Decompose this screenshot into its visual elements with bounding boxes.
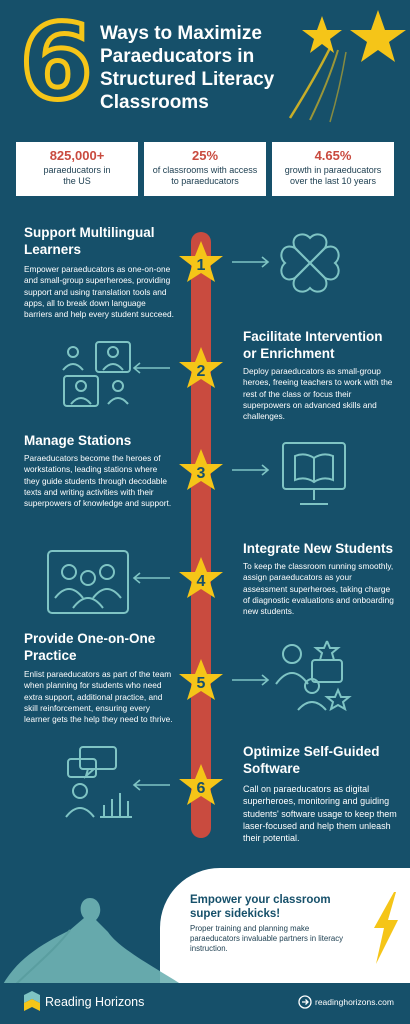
stat-card-classrooms: 25% of classrooms with access to paraedu… <box>144 142 266 196</box>
book-monitor-icon <box>282 442 346 505</box>
step-number: 4 <box>197 573 206 590</box>
cta-heading: Empower your classroom super sidekicks! <box>190 894 331 920</box>
arrow-circle-icon <box>298 995 312 1009</box>
footer <box>0 983 410 1024</box>
timeline-spine <box>191 232 211 838</box>
big-number-six: 6 <box>17 1 94 123</box>
group-icon <box>47 550 129 614</box>
superhero-silhouette-icon <box>0 898 190 990</box>
step-3-star-icon: 3 <box>179 449 223 490</box>
step-4-body: To keep the classroom running smoothly, … <box>243 561 394 617</box>
step-3-title: Manage Stations <box>24 433 132 448</box>
people-grid-icon <box>62 341 131 407</box>
lightning-bolt-icon <box>374 892 398 964</box>
mentor-icon <box>275 640 352 712</box>
stat-label: growth in paraeducators over the last 10… <box>284 165 382 186</box>
step-4-title: Integrate New Students <box>243 541 394 556</box>
stat-label: paraeducators in the US <box>43 165 111 186</box>
stat-value: 25% <box>191 148 219 163</box>
step-6-star-icon: 6 <box>179 764 223 805</box>
step-5-title: Provide One-on-One Practice <box>24 631 156 663</box>
step-1-star-icon: 1 <box>179 241 223 282</box>
step-5-body: Enlist paraeducators as part of the team… <box>24 669 173 725</box>
step-number: 6 <box>197 780 206 797</box>
step-number: 1 <box>197 257 206 274</box>
stat-value: 4.65% <box>314 148 352 163</box>
brand-name: Reading Horizons <box>45 995 145 1009</box>
cta-panel <box>160 868 410 983</box>
step-5-star-icon: 5 <box>179 659 223 700</box>
step-number: 3 <box>197 465 206 482</box>
step-1-title: Support Multilingual Learners <box>24 225 155 257</box>
stat-card-paraeducators: 825,000+ paraeducators in the US <box>16 142 138 196</box>
stat-label: of classrooms with access to paraeducato… <box>152 165 258 186</box>
step-number: 2 <box>197 363 206 380</box>
step-1-body: Empower paraeducators as one-on-one and … <box>24 264 174 320</box>
step-2-title: Facilitate Intervention or Enrichment <box>243 329 383 361</box>
step-2-body: Deploy paraeducators as small-group hero… <box>243 366 393 422</box>
stat-value: 825,000+ <box>49 148 105 163</box>
reading-horizons-logo-icon <box>24 991 40 1011</box>
step-6-title: Optimize Self-Guided Software <box>243 744 380 776</box>
website-link[interactable]: readinghorizons.com <box>315 997 394 1007</box>
chat-chart-icon <box>65 746 132 818</box>
heart-hands-icon <box>280 233 340 293</box>
stat-card-growth: 4.65% growth in paraeducators over the l… <box>272 142 394 196</box>
page-title: Ways to Maximize Paraeducators in Struct… <box>100 23 275 113</box>
step-3-body: Paraeducators become the heroes of works… <box>24 453 172 509</box>
step-4-star-icon: 4 <box>179 557 223 598</box>
step-6-body: Call on paraeducators as digital superhe… <box>243 784 397 844</box>
shooting-stars-icon <box>288 10 406 123</box>
step-number: 5 <box>197 675 206 692</box>
cta-body: Proper training and planning make paraed… <box>190 924 343 953</box>
step-2-star-icon: 2 <box>179 347 223 388</box>
